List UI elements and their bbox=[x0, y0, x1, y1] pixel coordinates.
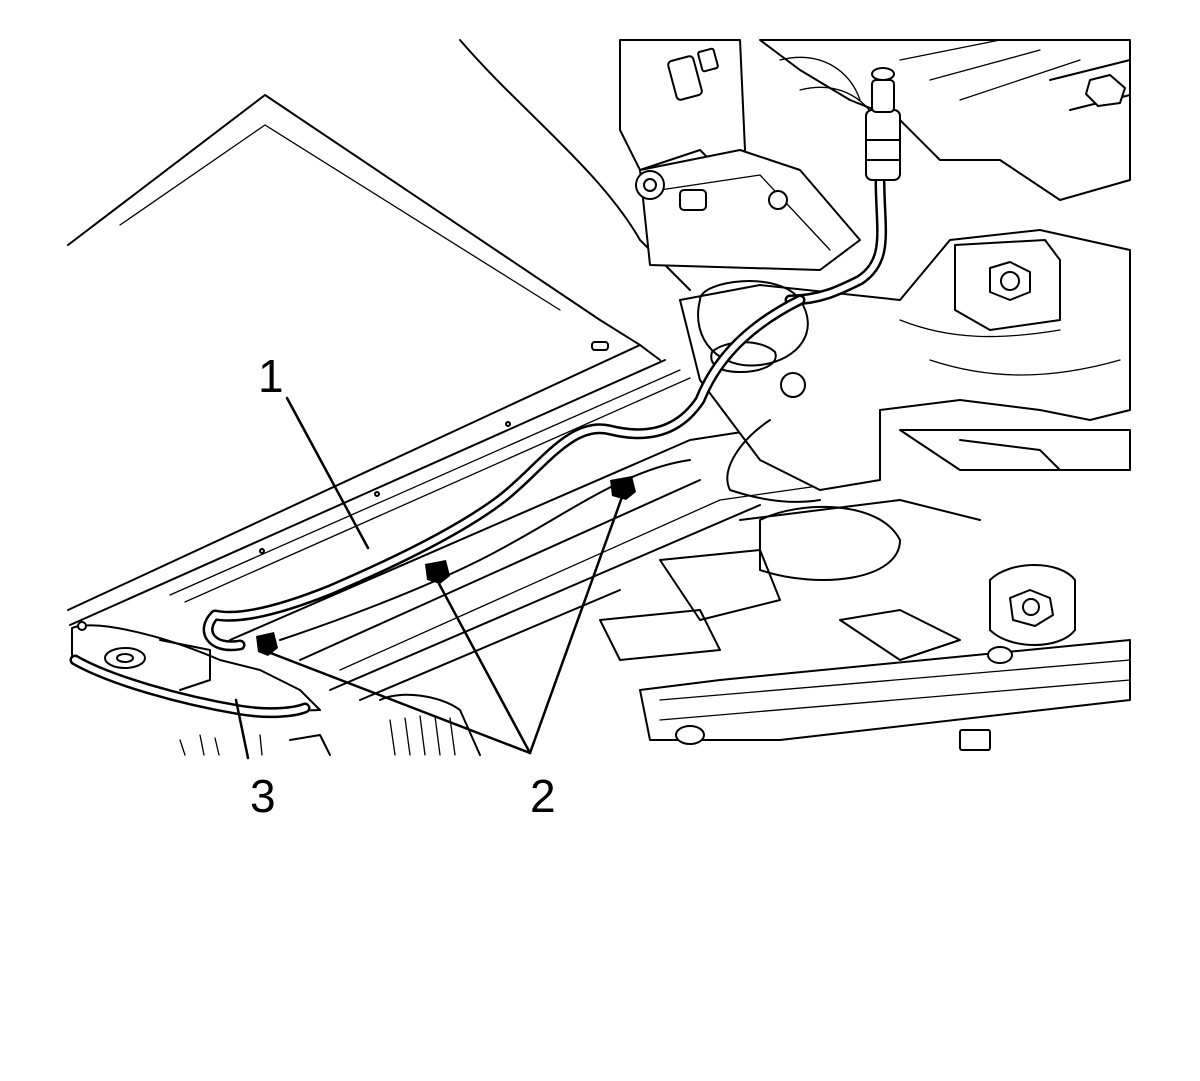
leader-lines bbox=[234, 396, 624, 760]
lower-components bbox=[289, 693, 481, 756]
retaining-clip bbox=[256, 632, 278, 656]
callout-label-2: 2 bbox=[530, 770, 556, 822]
callout-label-3: 3 bbox=[250, 770, 276, 822]
hose-retaining-clips bbox=[256, 476, 636, 656]
leader-line-3 bbox=[234, 698, 250, 760]
sensor-fitting bbox=[667, 47, 719, 101]
leader-line-2c bbox=[266, 650, 532, 755]
leader-line-2b bbox=[435, 578, 532, 755]
hose-assembly bbox=[202, 294, 821, 652]
upper-hose-and-connector bbox=[784, 67, 901, 306]
leader-line-1 bbox=[285, 396, 370, 550]
front-bracket bbox=[69, 621, 321, 756]
retaining-clip bbox=[425, 560, 450, 584]
retaining-clip bbox=[610, 476, 636, 500]
rocker-panel bbox=[67, 344, 861, 701]
callout-label-1: 1 bbox=[258, 350, 284, 402]
underbody-floor-panel bbox=[67, 39, 691, 361]
leader-line-2a bbox=[528, 495, 624, 755]
